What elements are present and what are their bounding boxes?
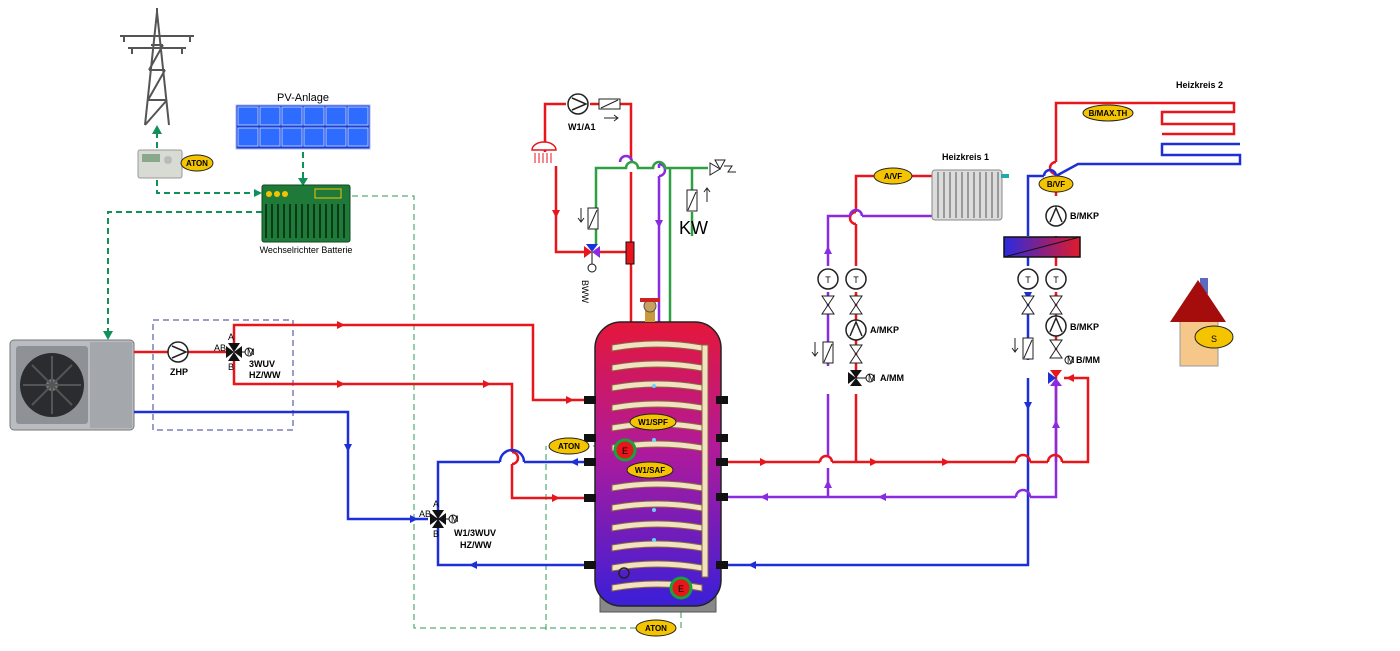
kw-label: KW bbox=[679, 218, 708, 238]
w1a1-pump-icon bbox=[567, 93, 589, 115]
b-label: B bbox=[433, 529, 439, 539]
motor-label: M bbox=[247, 347, 255, 357]
power-pylon-icon bbox=[120, 8, 194, 126]
check-valve-icon bbox=[686, 187, 711, 212]
svg-text:ATON: ATON bbox=[645, 624, 667, 633]
amkp-label: A/MKP bbox=[870, 325, 899, 335]
bmm-label: B/MM bbox=[1076, 355, 1100, 365]
hk1-title: Heizkreis 1 bbox=[942, 152, 989, 162]
motor-label: M bbox=[868, 373, 876, 383]
b-mkp-pump-top-icon bbox=[1045, 205, 1067, 227]
bmaxth-badge: B/MAX.TH bbox=[1082, 104, 1134, 122]
wuv2b-label: HZ/WW bbox=[460, 540, 492, 550]
a-mkp-pump-icon bbox=[845, 319, 867, 341]
mixing-valve-icon bbox=[848, 370, 875, 386]
heat-pump-icon bbox=[9, 339, 135, 431]
safety-valve-icon bbox=[709, 159, 736, 176]
ab-label: AB bbox=[419, 509, 431, 519]
arrow-right-icon bbox=[254, 189, 262, 197]
wuv2-label: W1/3WUV bbox=[454, 528, 496, 538]
check-valve-icon bbox=[577, 207, 599, 230]
svg-text:ATON: ATON bbox=[186, 159, 208, 168]
thermometer-icon: T T bbox=[1017, 268, 1067, 290]
sensor-pocket-icon bbox=[625, 241, 635, 265]
a-label: A bbox=[228, 332, 234, 342]
b-label: B bbox=[228, 362, 234, 372]
heater-element-top: E bbox=[613, 438, 637, 462]
inverter-icon bbox=[261, 184, 351, 243]
pipe-crossings bbox=[498, 168, 1064, 498]
motor-label: M bbox=[1067, 355, 1075, 365]
energy-meter-icon bbox=[137, 149, 183, 179]
arrow-up-icon bbox=[152, 125, 162, 134]
bvf-badge: B/VF bbox=[1038, 175, 1074, 193]
svg-text:T: T bbox=[853, 275, 859, 285]
sensor-icon bbox=[618, 567, 630, 579]
svg-text:A/VF: A/VF bbox=[884, 172, 902, 181]
cold-pipes bbox=[134, 142, 1242, 567]
mixing-valve-icon bbox=[430, 510, 458, 528]
svg-text:W1/SAF: W1/SAF bbox=[635, 466, 665, 475]
control-group-box bbox=[152, 319, 294, 431]
saf-badge: W1/SAF bbox=[626, 461, 674, 479]
signal-lines bbox=[107, 130, 304, 333]
safety-valve-icon bbox=[640, 298, 660, 322]
w1a1-label: W1/A1 bbox=[568, 122, 596, 132]
check-valve-icon bbox=[598, 98, 621, 122]
svg-text:T: T bbox=[825, 275, 831, 285]
spf-badge: W1/SPF bbox=[629, 413, 677, 431]
ball-valve-icon bbox=[1021, 295, 1063, 359]
solar-panel-icon bbox=[235, 104, 371, 150]
zhp-label: ZHP bbox=[170, 367, 188, 377]
inverter-label: Wechselrichter Batterie bbox=[260, 245, 353, 255]
svg-text:B/VF: B/VF bbox=[1047, 180, 1065, 189]
avf-badge: A/VF bbox=[873, 167, 913, 185]
svg-text:T: T bbox=[1053, 275, 1059, 285]
bmkp-label: B/MKP bbox=[1070, 322, 1099, 332]
aton-badge-tank: ATON bbox=[548, 437, 590, 455]
mixing-valve-icon bbox=[584, 244, 600, 273]
b-mkp-pump-icon bbox=[1045, 315, 1067, 337]
heat-exchanger-diagonal bbox=[1003, 236, 1081, 258]
wuv1-label: 3WUV bbox=[249, 359, 275, 369]
mixing-valve-icon bbox=[1048, 355, 1074, 386]
ball-valve-icon bbox=[821, 295, 863, 364]
a-label: A bbox=[433, 499, 439, 509]
mixing-valve-icon bbox=[226, 343, 254, 361]
check-valve-icon bbox=[1011, 337, 1034, 360]
shower-icon bbox=[531, 141, 557, 163]
bmkp-top-label: B/MKP bbox=[1070, 211, 1099, 221]
aton-badge-top: ATON bbox=[180, 154, 214, 172]
bww-label: BWW bbox=[580, 280, 590, 303]
house-icon: S bbox=[1170, 278, 1234, 367]
check-valve-icon bbox=[811, 341, 834, 364]
svg-text:B/MAX.TH: B/MAX.TH bbox=[1089, 109, 1128, 118]
house-sensor-label: S bbox=[1211, 334, 1217, 344]
arrow-down-icon bbox=[103, 331, 113, 340]
zhp-pump-icon bbox=[167, 341, 189, 363]
hk2-title: Heizkreis 2 bbox=[1176, 80, 1223, 90]
svg-text:ATON: ATON bbox=[558, 442, 580, 451]
radiator-icon bbox=[931, 169, 1009, 221]
svg-text:E: E bbox=[678, 584, 684, 594]
arrow-down-icon bbox=[298, 178, 308, 186]
aton-badge-bottom: ATON bbox=[635, 619, 677, 637]
thermometer-icon: T T bbox=[817, 268, 867, 290]
pv-label: PV-Anlage bbox=[277, 92, 329, 104]
wuv1b-label: HZ/WW bbox=[249, 370, 281, 380]
svg-text:E: E bbox=[622, 446, 628, 456]
heater-element-bottom: E bbox=[669, 576, 693, 600]
ab-label: AB bbox=[214, 343, 226, 353]
svg-text:T: T bbox=[1025, 275, 1031, 285]
amm-label: A/MM bbox=[880, 373, 904, 383]
svg-text:W1/SPF: W1/SPF bbox=[638, 418, 668, 427]
motor-label: M bbox=[451, 514, 459, 524]
